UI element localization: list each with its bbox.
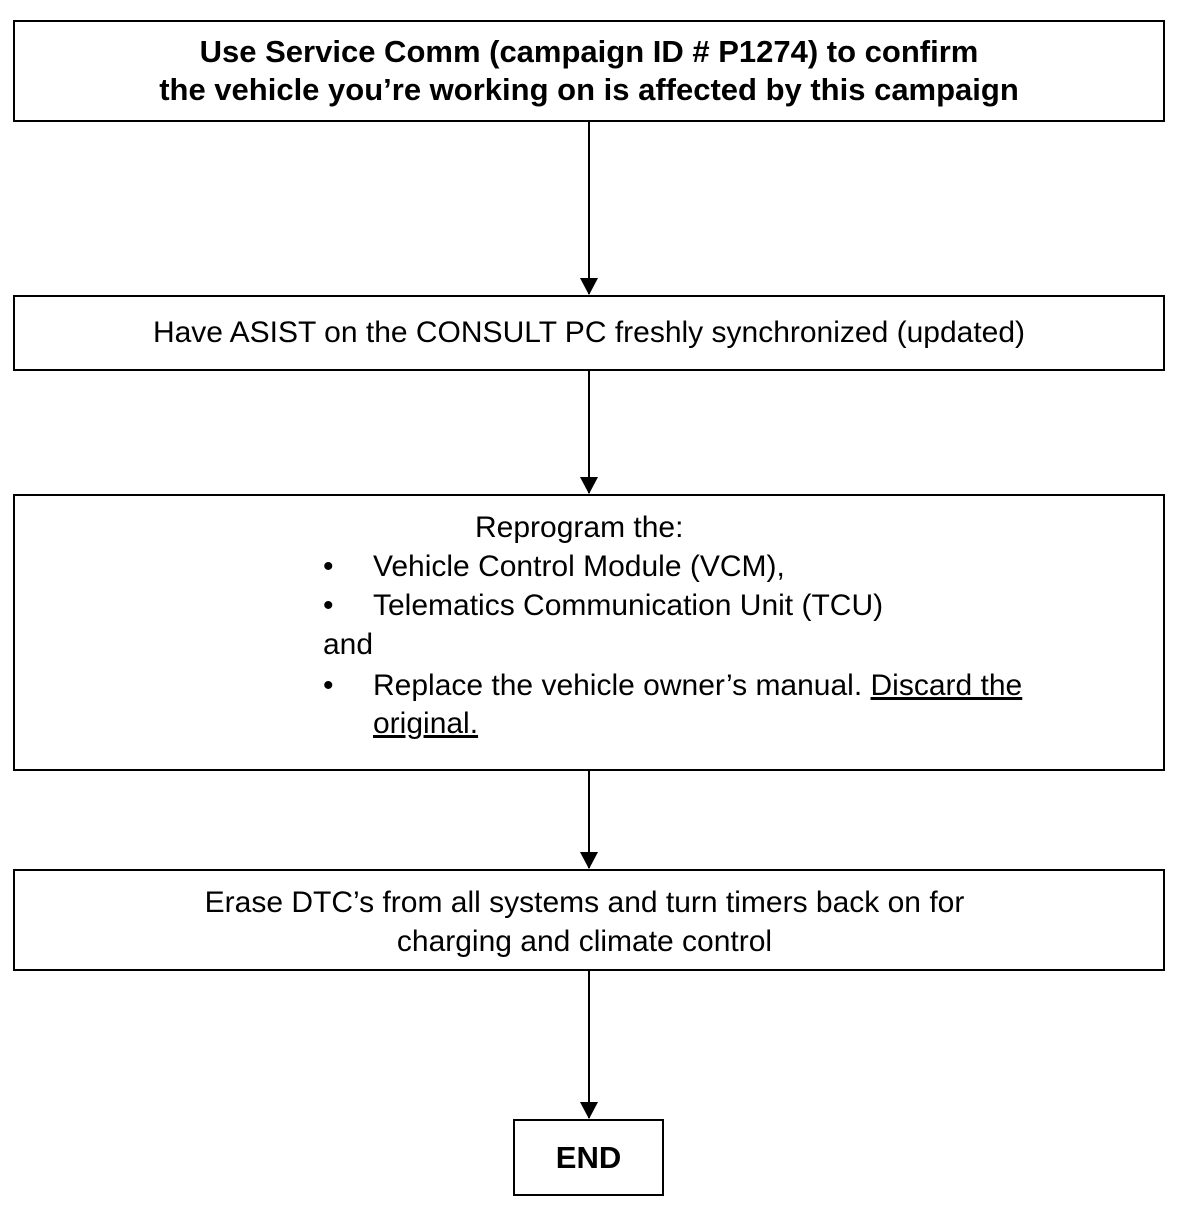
step-confirm-campaign-line2: the vehicle you’re working on is affecte… xyxy=(159,72,1019,107)
arrowhead-step2 xyxy=(580,278,598,295)
step-erase-dtc: Erase DTC’s from all systems and turn ti… xyxy=(13,869,1165,971)
arrowhead-end xyxy=(580,1102,598,1119)
step-confirm-campaign: Use Service Comm (campaign ID # P1274) t… xyxy=(13,20,1165,122)
step-erase-dtc-line2: charging and climate control xyxy=(396,925,773,958)
bullet-manual-text: Replace the vehicle owner’s manual. Disc… xyxy=(373,666,1022,705)
bullet-manual-plain: Replace the vehicle owner’s manual. xyxy=(373,669,871,702)
step-reprogram-heading: Reprogram the: xyxy=(475,511,684,544)
bullet-manual-discard: Discard the xyxy=(870,669,1023,702)
step-reprogram: Reprogram the: • Vehicle Control Module … xyxy=(13,494,1165,771)
bullet-icon: • xyxy=(323,550,334,583)
bullet-tcu-text: Telematics Communication Unit (TCU) xyxy=(373,589,884,622)
end-terminal: END xyxy=(513,1119,664,1196)
arrowhead-step3 xyxy=(580,477,598,494)
end-label: END xyxy=(555,1139,622,1175)
bullet-icon: • xyxy=(323,669,334,702)
bullet-icon: • xyxy=(323,589,334,622)
step-confirm-campaign-line1: Use Service Comm (campaign ID # P1274) t… xyxy=(199,34,979,69)
step-sync-asist-text: Have ASIST on the CONSULT PC freshly syn… xyxy=(152,316,1026,349)
bullet-manual-original: original. xyxy=(373,707,479,740)
bullet-vcm-text: Vehicle Control Module (VCM), xyxy=(373,550,785,583)
step-sync-asist: Have ASIST on the CONSULT PC freshly syn… xyxy=(13,295,1165,371)
connector-and: and xyxy=(323,628,374,661)
arrowhead-step4 xyxy=(580,852,598,869)
step-erase-dtc-line1: Erase DTC’s from all systems and turn ti… xyxy=(204,886,965,919)
